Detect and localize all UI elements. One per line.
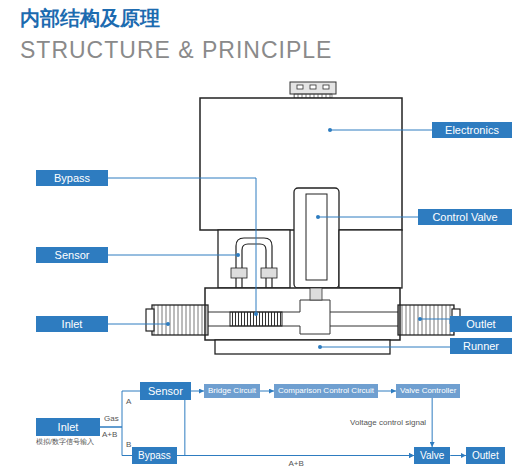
node-label: Bridge Circuit — [208, 384, 256, 398]
leader-dot — [254, 312, 258, 316]
node-label: Inlet — [42, 316, 102, 332]
valve-body — [205, 288, 400, 340]
node-label: Sensor — [148, 382, 183, 400]
flow-connector — [177, 455, 414, 456]
leader-line — [108, 324, 168, 325]
node-label: Runner — [456, 338, 506, 354]
leader-dot — [236, 253, 240, 257]
leader-line — [420, 319, 450, 324]
sensor-block — [218, 230, 290, 288]
node-label: Electronics — [438, 122, 506, 138]
connector-pin — [323, 85, 329, 89]
edge-label: A — [125, 397, 132, 407]
node-label: Inlet — [44, 418, 92, 436]
node-label: Bypass — [42, 170, 102, 186]
valve-stem — [306, 194, 327, 280]
leader-dot — [328, 128, 332, 132]
leader-lines — [108, 130, 450, 347]
callout-box: Electronics — [432, 122, 512, 138]
signal-label: Gas — [103, 414, 120, 424]
node-label: Comparison Control Circuit — [278, 384, 374, 398]
leader-dot — [316, 215, 320, 219]
process-box: Valve — [414, 447, 450, 464]
circuit-box: Comparison Control Circuit — [274, 384, 378, 398]
flow-channel — [330, 326, 398, 327]
flow-channel — [330, 312, 398, 313]
leader-line — [108, 255, 238, 256]
valve-orifice — [310, 288, 322, 300]
valve-seat — [300, 300, 330, 334]
callout-box: Sensor — [36, 247, 108, 263]
valve-coil — [294, 188, 339, 288]
flow-connector — [100, 427, 132, 456]
inlet-ferrule — [146, 309, 154, 331]
sensor-coil — [261, 268, 277, 278]
callout-box: Control Valve — [418, 209, 512, 225]
edge-label: B — [125, 440, 132, 450]
leader-line — [320, 347, 450, 348]
process-box: Bypass — [132, 447, 177, 464]
edge-label: Voltage control signal — [349, 418, 427, 428]
callout-box: Outlet — [450, 316, 512, 332]
connector-pin — [310, 85, 316, 89]
flow-connector — [191, 391, 204, 392]
flow-connector — [450, 455, 466, 456]
subtitle: STRUCTURE & PRINCIPLE — [20, 36, 332, 64]
leader-line — [108, 178, 256, 314]
node-label: Valve — [420, 447, 444, 464]
callout-box: Runner — [450, 338, 512, 354]
leader-line — [330, 130, 432, 131]
node-note: 模拟/数字信号输入 — [36, 437, 94, 446]
flow-connector — [378, 391, 396, 392]
housing-block — [339, 230, 402, 288]
leader-dot — [318, 345, 322, 349]
leader-dots — [166, 128, 422, 349]
circuit-box: Valve Controller — [396, 384, 460, 398]
callout-box: Bypass — [36, 170, 108, 186]
flow-connector — [260, 391, 274, 392]
node-label: Bypass — [138, 447, 171, 464]
page-title: 内部结构及原理 — [20, 6, 160, 30]
bypass-element — [230, 312, 282, 326]
output-box: Outlet — [466, 447, 505, 464]
leader-dot — [166, 322, 170, 326]
callout-box: Inlet — [36, 316, 108, 332]
connector-pin — [297, 85, 303, 89]
flow-connector — [432, 398, 433, 447]
leader-line — [318, 217, 418, 218]
node-label: Outlet — [456, 316, 506, 332]
outlet-fitting — [398, 305, 454, 335]
input-box: Inlet模拟/数字信号输入 — [36, 418, 100, 436]
node-label: Valve Controller — [400, 384, 456, 398]
flow-connector — [100, 391, 140, 427]
node-label: Sensor — [42, 247, 102, 263]
edge-label: A+B — [287, 459, 304, 469]
node-label: Outlet — [472, 447, 499, 464]
connector-housing — [290, 82, 336, 94]
signal-label: A+B — [101, 430, 118, 440]
node-label: Control Valve — [424, 209, 506, 225]
inlet-fitting — [152, 305, 208, 335]
flow-connector — [185, 400, 414, 456]
circuit-box: Bridge Circuit — [204, 384, 260, 398]
leader-dot — [418, 317, 422, 321]
process-box: Sensor — [140, 382, 191, 400]
sensor-coil — [231, 268, 247, 278]
